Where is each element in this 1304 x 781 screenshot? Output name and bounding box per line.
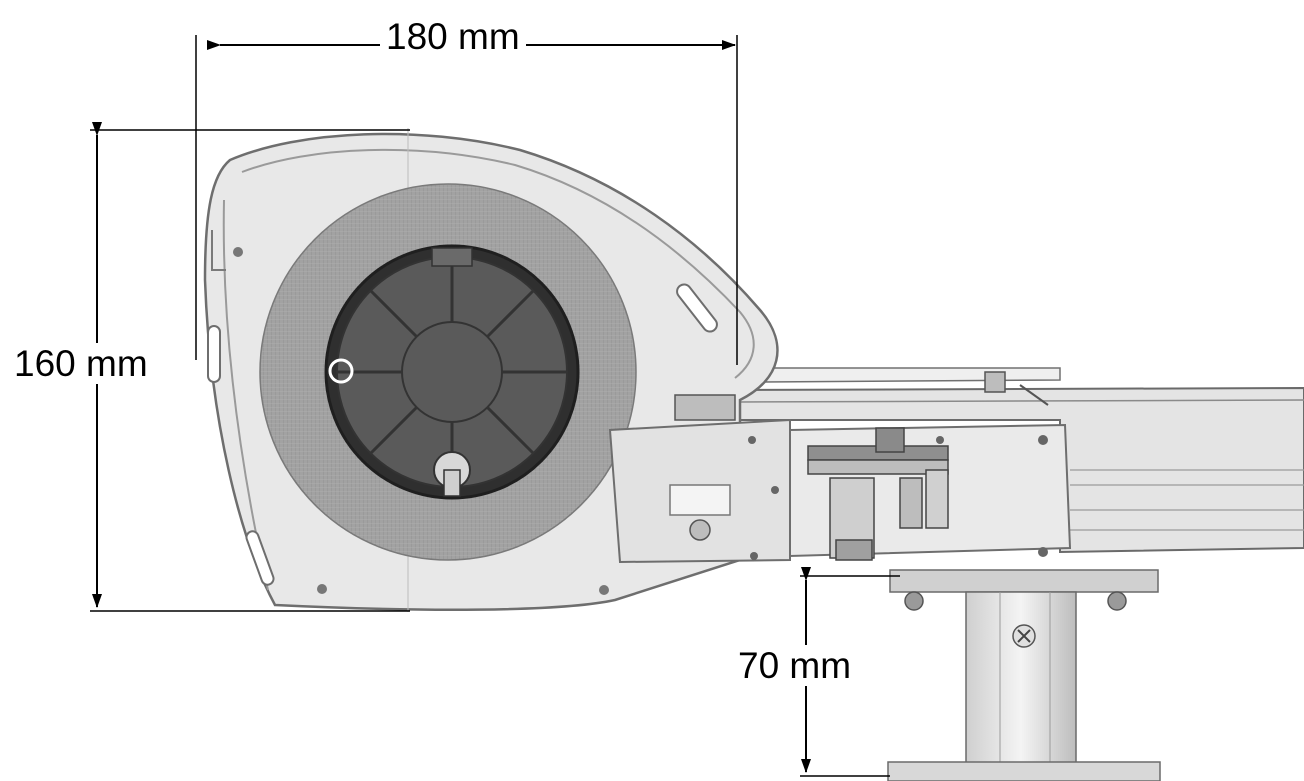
arm-mechanism xyxy=(608,371,1072,564)
height-dimension-label: 160 mm xyxy=(8,343,154,384)
width-dimension-label: 180 mm xyxy=(380,16,526,57)
roller-tube xyxy=(324,244,580,500)
depth-dimension-label: 70 mm xyxy=(732,645,858,686)
wall-bracket xyxy=(887,569,1161,781)
